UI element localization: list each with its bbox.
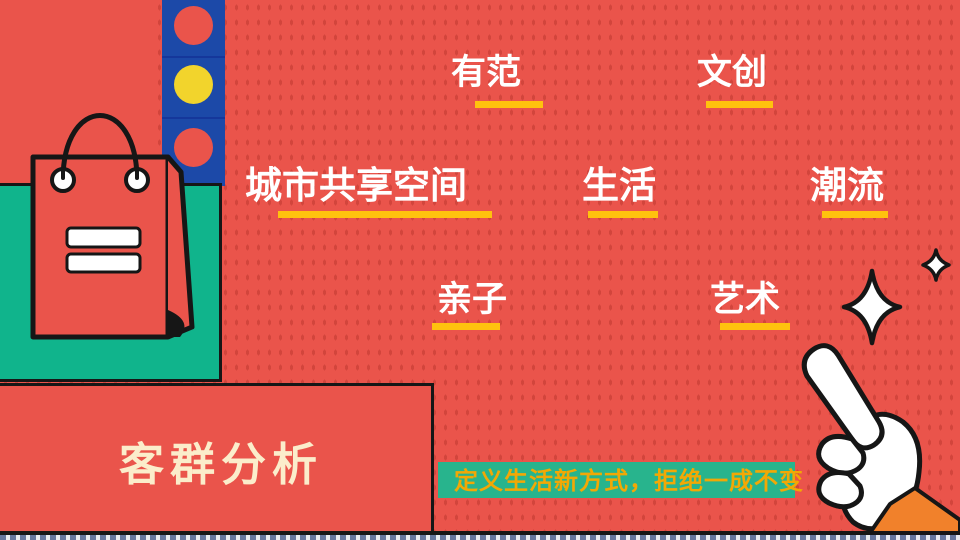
tag-label: 生活 xyxy=(582,163,656,207)
tag-label: 城市共享空间 xyxy=(245,163,467,207)
bottom-border-line xyxy=(0,531,960,535)
tag-underline xyxy=(432,323,500,330)
tag-shenghuo: 生活 xyxy=(582,163,658,218)
tag-label: 潮流 xyxy=(810,163,884,207)
tag-youfan: 有范 xyxy=(451,52,543,108)
yellow-circle-icon xyxy=(174,65,213,104)
tag-label: 文创 xyxy=(697,52,768,93)
red-circle-icon xyxy=(174,128,213,167)
page-title: 客群分析 xyxy=(119,438,324,491)
bottom-dashed-strip xyxy=(0,535,960,540)
sparkle-stars-icon xyxy=(841,248,951,346)
tag-yishu: 艺术 xyxy=(710,279,790,330)
red-circle-icon xyxy=(174,6,213,45)
tag-city-shared-space: 城市共享空间 xyxy=(245,163,492,218)
shopping-bag-icon xyxy=(30,113,195,340)
tag-chaoliu: 潮流 xyxy=(810,163,888,218)
tag-underline xyxy=(475,101,543,108)
slogan-text: 定义生活新方式，拒绝一成不变 xyxy=(454,466,804,495)
tag-qinzi: 亲子 xyxy=(432,279,508,330)
tag-label: 有范 xyxy=(451,52,522,93)
tag-underline xyxy=(588,211,658,218)
tag-label: 艺术 xyxy=(710,279,781,320)
three-circles-column xyxy=(162,0,225,186)
tag-wenchuang: 文创 xyxy=(697,52,773,108)
pointing-hand-icon xyxy=(801,343,960,540)
title-panel: 客群分析 xyxy=(0,383,434,535)
tag-underline xyxy=(822,211,888,218)
tag-underline xyxy=(720,323,790,330)
divider xyxy=(162,117,225,119)
slogan-bar: 定义生活新方式，拒绝一成不变 xyxy=(438,462,804,498)
tag-underline xyxy=(706,101,773,108)
tag-underline xyxy=(278,211,492,218)
tag-label: 亲子 xyxy=(437,279,508,320)
divider xyxy=(162,56,225,58)
